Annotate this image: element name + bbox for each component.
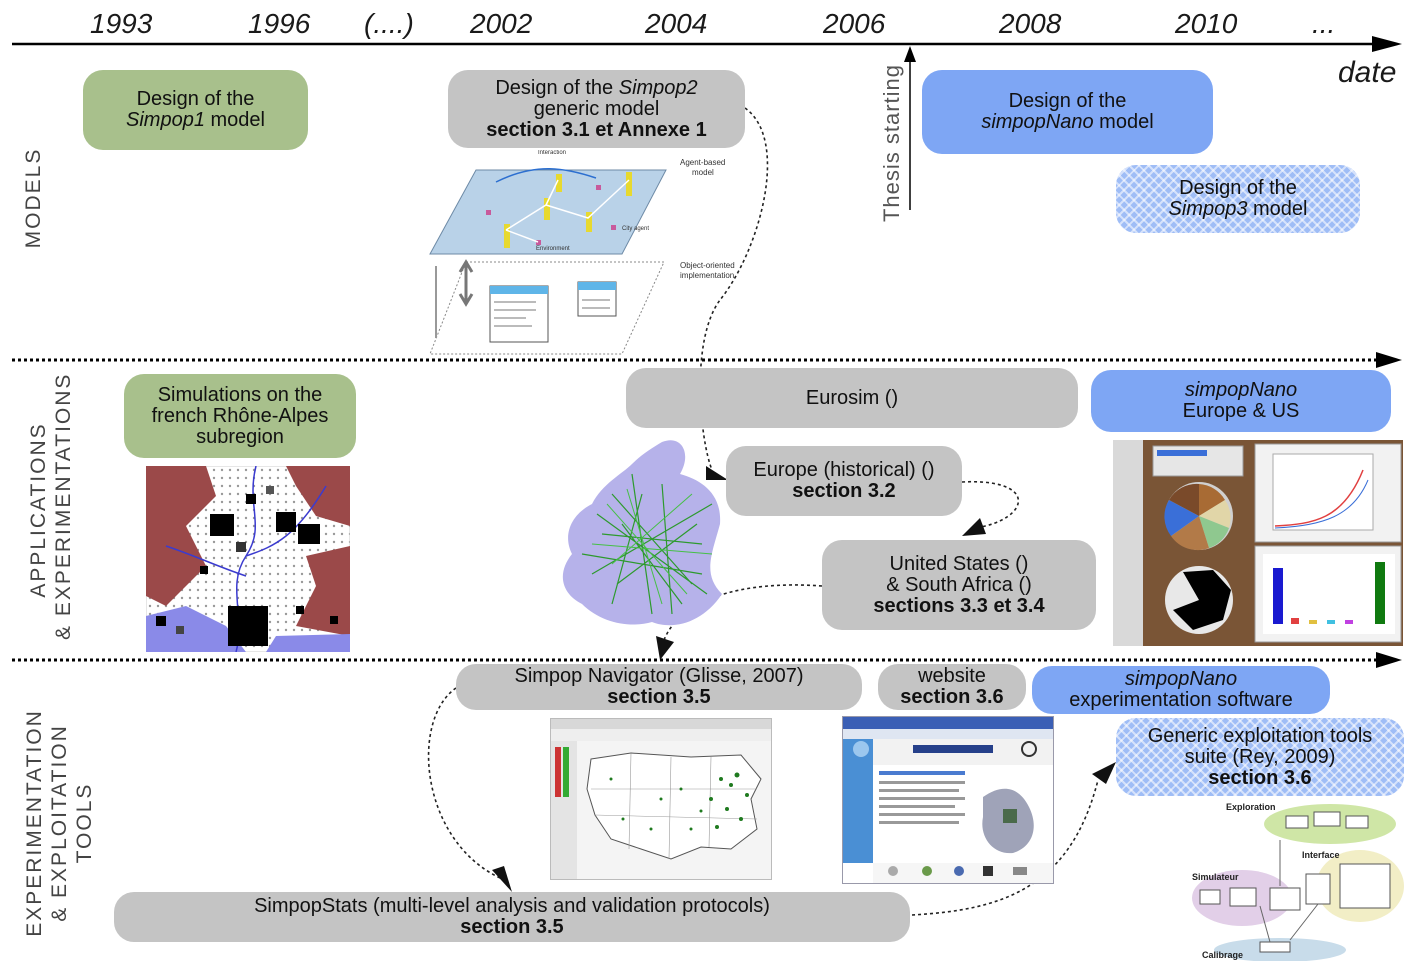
figure-label: Object-oriented <box>680 261 735 270</box>
year-label: 2006 <box>823 8 886 39</box>
generic-exploitation-tools-box: Generic exploitation tools suite (Rey, 2… <box>1116 718 1404 796</box>
figure-label: Calibrage <box>1202 950 1243 960</box>
connector-navigator-to-stats <box>427 687 501 879</box>
model-name: Simpop2 <box>618 76 698 99</box>
lane-label-tools: EXPERIMENTATION & EXPLOITATION TOOLS <box>23 709 96 937</box>
lane-label-applications: APPLICATIONS & EXPERIMENTATIONS <box>27 372 75 640</box>
thesis-starting-label: Thesis starting <box>879 63 904 223</box>
figure-label: implementation <box>680 271 734 280</box>
eurosim-box: Eurosim () <box>626 368 1078 428</box>
section-ref: section 3.6 <box>900 686 1004 708</box>
simpopnano-screenshot <box>1113 440 1403 646</box>
box-text: french Rhône-Alpes <box>151 404 329 427</box>
box-text: Europe (historical) () <box>753 459 935 481</box>
website-drawing <box>843 717 1053 883</box>
section-ref: section 3.2 <box>792 480 896 502</box>
section-ref: section 3.1 et Annexe 1 <box>486 118 707 141</box>
year-label: (....) <box>364 8 414 39</box>
europe-historical-box: Europe (historical) () section 3.2 <box>726 446 962 516</box>
figure-label: model <box>692 168 714 177</box>
box-text: Simpop1 model <box>126 110 265 131</box>
box-text: Design of the <box>136 88 255 110</box>
section-ref: sections 3.3 et 3.4 <box>873 594 1045 617</box>
figure-label: Interface <box>1302 850 1340 860</box>
year-label: 2010 <box>1175 8 1238 39</box>
section-ref: section 3.6 <box>1208 766 1312 789</box>
model-name: Simpop1 <box>126 109 205 131</box>
year-label: ... <box>1312 8 1336 39</box>
us-map-drawing <box>551 719 771 879</box>
website-box: website section 3.6 <box>878 664 1026 710</box>
box-text: Simulations on the <box>157 383 323 406</box>
model-name: simpopNano <box>1124 668 1238 690</box>
simpop-navigator-box: Simpop Navigator (Glisse, 2007) section … <box>456 664 862 710</box>
simpop2-model-box: Design of the Simpop2 generic model sect… <box>448 70 745 148</box>
figure-label: City agent <box>622 226 649 232</box>
box-text: subregion <box>196 425 284 448</box>
year-label: 2002 <box>470 8 533 39</box>
figure-label: Simulateur <box>1192 872 1239 882</box>
box-text: model <box>204 109 265 131</box>
architecture-drawing: Interaction Agent-based model Environmen… <box>429 150 735 355</box>
box-text: model <box>1247 198 1308 220</box>
rhone-alpes-box: Simulations on the french Rhône-Alpes su… <box>124 374 356 458</box>
rhone-alpes-hex-map <box>146 466 350 652</box>
axis-date-label: date <box>1338 56 1397 89</box>
figure-label: Agent-based <box>680 158 725 167</box>
box-text: Eurosim () <box>805 386 899 409</box>
box-text: Europe & US <box>1182 400 1300 422</box>
year-label: 2008 <box>999 8 1062 39</box>
box-text: generic model <box>533 97 660 120</box>
hex-map-drawing <box>146 466 350 652</box>
box-text: & South Africa () <box>886 573 1032 596</box>
box-text: Design of the <box>1008 90 1127 112</box>
box-text: simpopNano model <box>981 112 1153 133</box>
svg-text:Interaction: Interaction <box>538 150 566 156</box>
us-south-africa-box: United States () & South Africa () secti… <box>822 540 1096 630</box>
simpopnano-model-box: Design of the simpopNano model <box>922 70 1213 154</box>
model-name: simpopNano <box>981 111 1094 133</box>
simpop1-model-box: Design of the Simpop1 model <box>83 70 308 150</box>
box-text: Simpop Navigator (Glisse, 2007) <box>514 665 804 687</box>
box-text: Generic exploitation tools <box>1147 724 1373 747</box>
connector-stats-to-tools <box>911 779 1099 916</box>
lane-label-models: MODELS <box>22 147 45 249</box>
box-text: Design of the <box>495 76 619 99</box>
simpopnano-software-box: simpopNano experimentation software <box>1032 666 1330 714</box>
box-text: Design of the <box>1179 177 1297 199</box>
europe-map-drawing <box>562 440 722 626</box>
box-text: SimpopStats (multi-level analysis and va… <box>254 895 770 917</box>
figure-label: Exploration <box>1226 802 1276 812</box>
box-text: suite (Rey, 2009) <box>1184 745 1336 768</box>
year-label: 1996 <box>248 8 311 39</box>
model-name: Simpop3 <box>1168 198 1248 220</box>
website-screenshot <box>842 716 1054 884</box>
europe-flows-map <box>552 434 732 634</box>
simpop2-architecture-figure: Interaction Agent-based model Environmen… <box>426 150 742 356</box>
year-label: 1993 <box>90 8 153 39</box>
simpop3-model-box: Design of the Simpop3 model <box>1116 165 1360 233</box>
figure-label: Environment <box>536 246 570 252</box>
simpopnano-europe-us-box: simpopNano Europe & US <box>1091 370 1391 432</box>
box-text: experimentation software <box>1069 689 1293 711</box>
simpopstats-box: SimpopStats (multi-level analysis and va… <box>114 892 910 942</box>
section-ref: section 3.5 <box>607 686 711 708</box>
box-text: website <box>918 665 986 687</box>
box-text: model <box>1093 111 1154 133</box>
box-text: Simpop3 model <box>1169 199 1308 220</box>
tools-architecture-drawing: Exploration Interface Simulateur Calibra… <box>1192 802 1404 961</box>
navigator-us-map-screenshot <box>550 718 772 880</box>
connector-europe-to-us <box>961 481 1020 529</box>
box-text: United States () <box>889 552 1029 575</box>
nano-screenshot-drawing <box>1113 440 1403 646</box>
generic-tools-architecture-figure: Exploration Interface Simulateur Calibra… <box>1190 800 1404 961</box>
year-label: 2004 <box>645 8 708 39</box>
model-name: simpopNano <box>1184 379 1298 401</box>
section-ref: section 3.5 <box>460 916 564 938</box>
box-text: Design of the Simpop2 <box>495 76 698 99</box>
